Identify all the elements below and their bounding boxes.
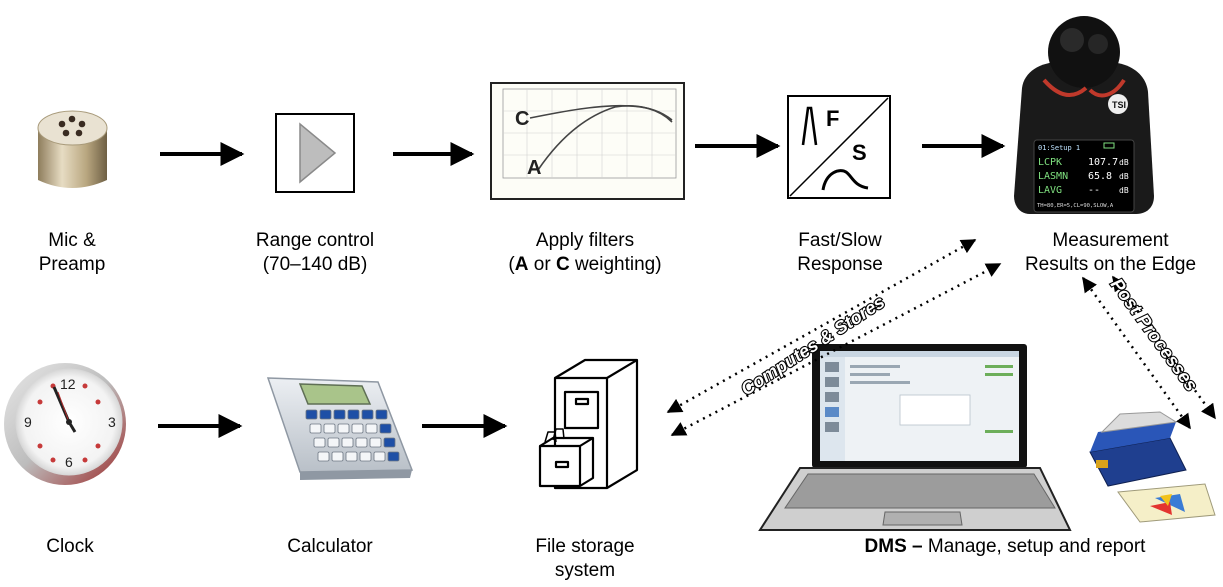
calculator-key — [351, 423, 364, 434]
computes-stores-arrows — [666, 238, 1002, 437]
clock-3: 3 — [108, 414, 116, 430]
mic-caption-line2: Preamp — [38, 254, 106, 275]
dms-caption-rest: Manage, setup and report — [922, 536, 1146, 557]
calculator-key — [369, 437, 382, 448]
post-processes-label: Post Processes — [1107, 275, 1202, 395]
clock-icon: 12 3 6 9 — [4, 363, 126, 485]
calculator-key — [317, 451, 330, 462]
meter-row-value: 65.8 — [1088, 171, 1112, 182]
clock-caption: Clock — [46, 536, 94, 557]
meter-row-value: -- — [1088, 185, 1100, 196]
calculator-key — [383, 437, 396, 448]
calculator-key — [365, 423, 378, 434]
response-caption-line1: Fast/Slow — [798, 230, 882, 251]
clock-9: 9 — [24, 414, 32, 430]
calculator-key — [319, 409, 332, 420]
calculator-key — [347, 409, 360, 420]
clock-6: 6 — [65, 454, 73, 470]
curve-label-c: C — [515, 108, 529, 130]
calculator-icon — [266, 377, 414, 480]
meter-row-unit: dB — [1119, 172, 1129, 181]
calculator-key — [327, 437, 340, 448]
fast-label: F — [826, 106, 839, 131]
range-caption-line1: Range control — [255, 230, 375, 251]
post-processes-arrows — [1081, 275, 1217, 430]
calculator-key — [333, 409, 346, 420]
calculator-key — [341, 437, 354, 448]
calculator-key — [361, 409, 374, 420]
microphone-icon — [37, 110, 108, 188]
storage-caption-line1: File storage — [535, 536, 635, 557]
storage-caption: File storage system — [510, 535, 660, 583]
response-caption: Fast/Slow Response — [770, 229, 910, 277]
meter-setup: 01:Setup 1 — [1038, 144, 1080, 152]
slow-label: S — [852, 140, 867, 165]
printer-icon — [1089, 411, 1216, 523]
calculator-key — [375, 409, 388, 420]
measurement-caption: Measurement Results on the Edge — [1000, 229, 1221, 277]
meter-footer: TH=80,ER=5,CL=90,SLOW,A — [1037, 203, 1114, 209]
response-caption-line2: Response — [797, 254, 883, 275]
laptop-icon — [758, 344, 1072, 531]
fast-slow-icon: F S — [787, 95, 891, 199]
filters-caption: Apply filters (A or C weighting) — [480, 229, 690, 277]
filters-caption-line1: Apply filters — [535, 230, 635, 251]
calculator-key — [387, 451, 400, 462]
calculator-key — [323, 423, 336, 434]
meter-row-unit: dB — [1119, 158, 1129, 167]
amplifier-icon — [275, 113, 355, 193]
calculator-key — [373, 451, 386, 462]
calculator-key — [355, 437, 368, 448]
meter-row-value: 107.7 — [1088, 157, 1118, 168]
calculator-key — [345, 451, 358, 462]
clock-12: 12 — [60, 376, 76, 392]
calculator-key — [379, 423, 392, 434]
calculator-key — [359, 451, 372, 462]
mic-caption-line1: Mic & — [48, 230, 96, 251]
dms-caption: DMS – Manage, setup and report — [790, 535, 1220, 559]
calculator-key — [305, 409, 318, 420]
svg-text:TSI: TSI — [1112, 100, 1126, 110]
filter-curve-icon: C A — [490, 82, 685, 200]
meter-row-name: LCPK — [1038, 157, 1062, 168]
filters-caption-line2: (A or C weighting) — [508, 254, 662, 275]
meter-row-unit: dB — [1119, 186, 1129, 195]
calculator-key — [331, 451, 344, 462]
calculator-key — [313, 437, 326, 448]
calculator-key — [309, 423, 322, 434]
range-caption-line2: (70–140 dB) — [262, 254, 368, 275]
dms-caption-bold: DMS – — [864, 536, 923, 557]
curve-label-a: A — [527, 157, 541, 179]
measurement-caption-line2: Results on the Edge — [1024, 254, 1197, 275]
mic-caption: Mic & Preamp — [22, 229, 122, 277]
file-cabinet-icon — [538, 358, 639, 490]
calculator-caption: Calculator — [287, 536, 373, 557]
meter-row-name: LAVG — [1038, 185, 1062, 196]
range-caption: Range control (70–140 dB) — [240, 229, 390, 277]
calculator-key — [337, 423, 350, 434]
storage-caption-line2: system — [554, 560, 616, 581]
meter-row-name: LASMN — [1038, 171, 1068, 182]
measurement-caption-line1: Measurement — [1052, 230, 1169, 251]
